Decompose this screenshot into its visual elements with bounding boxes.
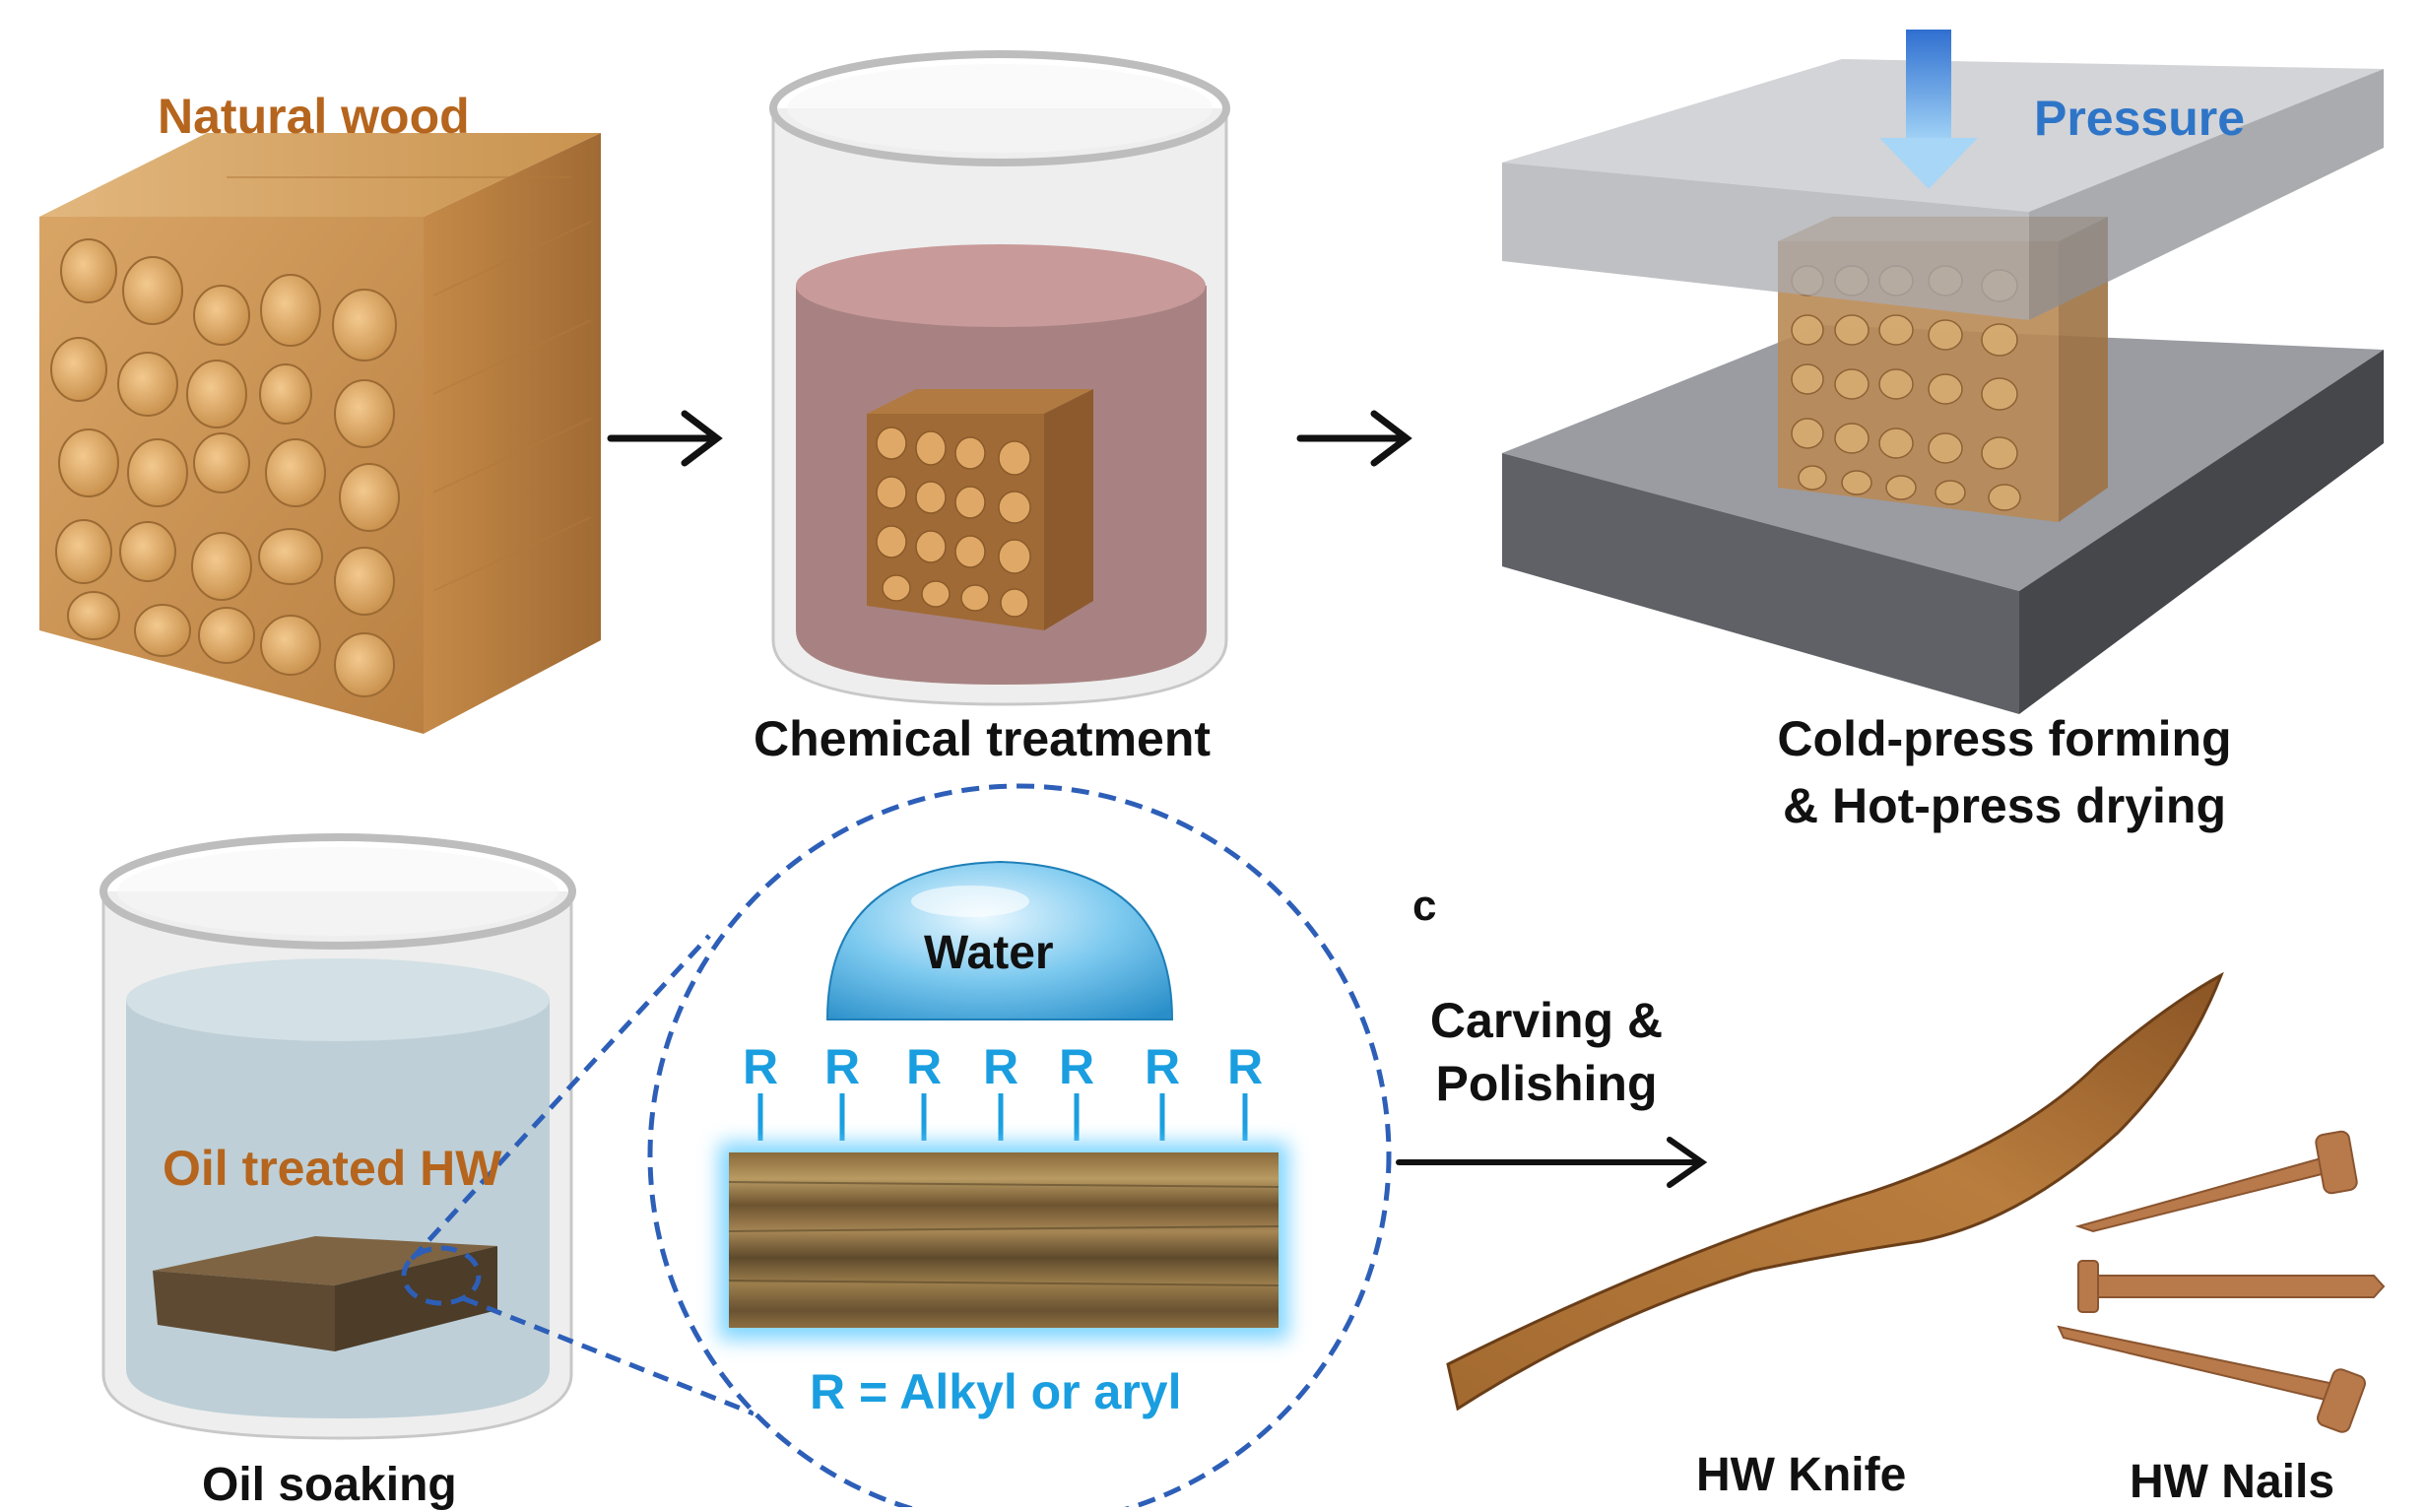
arrow-1 xyxy=(607,410,723,467)
r-group-1: R xyxy=(743,1039,779,1094)
pressure-label: Pressure xyxy=(2034,91,2246,146)
carving-label-line2: Polishing xyxy=(1435,1056,1658,1111)
oil-treated-hw-label: Oil treated HW xyxy=(163,1141,502,1196)
cold-press-label-line1: Cold-press forming xyxy=(1777,711,2232,766)
water-label: Water xyxy=(924,927,1054,979)
panel-c-label: c xyxy=(1412,882,1437,930)
oil-soaking-label: Oil soaking xyxy=(202,1459,457,1511)
hw-knife xyxy=(1446,971,2224,1412)
wood-surface-strip xyxy=(729,1152,1279,1328)
natural-wood-cube xyxy=(39,133,601,734)
hw-nails xyxy=(2057,1130,2386,1433)
natural-wood-label: Natural wood xyxy=(158,89,470,144)
zoom-circle xyxy=(647,783,1392,1507)
hw-knife-label: HW Knife xyxy=(1696,1449,1907,1501)
r-group-7: R xyxy=(1227,1039,1264,1094)
cold-press-label-line2: & Hot-press drying xyxy=(1782,778,2227,833)
r-group-5: R xyxy=(1059,1039,1095,1094)
press-assembly xyxy=(1502,30,2384,714)
r-group-3: R xyxy=(906,1039,943,1094)
zoom-connector xyxy=(401,934,755,1416)
r-group-4: R xyxy=(983,1039,1019,1094)
r-group-6: R xyxy=(1145,1039,1181,1094)
pressure-arrow xyxy=(1879,30,1978,189)
r-definition-label: R = Alkyl or aryl xyxy=(810,1364,1182,1419)
hw-nails-label: HW Nails xyxy=(2130,1456,2335,1508)
oil-treated-wood-slab xyxy=(153,1236,497,1351)
r-group-2: R xyxy=(824,1039,861,1094)
arrow-2 xyxy=(1296,410,1412,467)
chemical-treatment-label: Chemical treatment xyxy=(754,711,1212,766)
r-group-sticks xyxy=(757,1093,1248,1141)
arrow-3 xyxy=(1396,1137,1708,1188)
oil-soaking-beaker xyxy=(99,833,576,1440)
chemical-treatment-beaker xyxy=(769,50,1230,706)
carving-label-line1: Carving & xyxy=(1429,993,1664,1048)
